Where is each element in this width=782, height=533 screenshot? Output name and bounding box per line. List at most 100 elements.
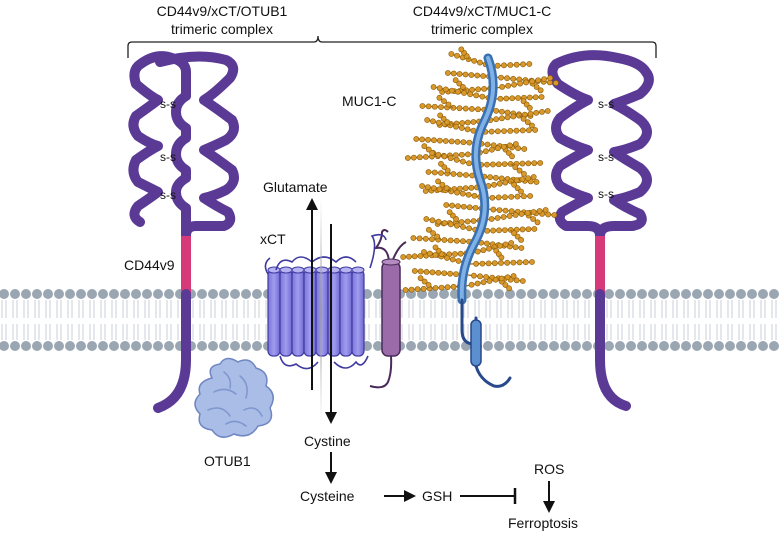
- glycan-bead: [444, 119, 451, 125]
- glycan-bead: [463, 172, 469, 178]
- glycan-bead: [527, 110, 534, 117]
- glycan-bead: [425, 146, 432, 153]
- lipid-head: [131, 289, 141, 299]
- glycan-bead: [544, 108, 551, 114]
- glycan-bead: [482, 148, 489, 155]
- lipid-head: [516, 341, 526, 351]
- glycan-bead: [440, 115, 447, 122]
- gsh-label: GSH: [422, 488, 452, 504]
- lipid-head: [681, 289, 691, 299]
- lipid-head: [626, 289, 636, 299]
- lipid-head: [659, 289, 669, 299]
- lipid-head: [241, 289, 251, 299]
- ros-to-ferroptosis-arrowhead: [543, 501, 555, 513]
- lipid-head: [142, 289, 152, 299]
- glycan-bead: [468, 184, 475, 191]
- lipid-head: [582, 341, 592, 351]
- glycan-bead: [533, 84, 540, 90]
- xct-helix-top: [279, 266, 293, 274]
- glycan-bead: [431, 137, 437, 144]
- glycan-bead: [493, 107, 500, 114]
- lipid-head: [373, 341, 383, 351]
- glycan-bead: [466, 204, 473, 211]
- lipid-head: [549, 289, 559, 299]
- glycan-bead: [420, 285, 427, 292]
- lipid-head: [87, 289, 97, 299]
- lipid-head: [109, 341, 119, 351]
- glycan-bead: [486, 278, 493, 284]
- cd44v9-left: s-s s-s s-s: [128, 51, 239, 413]
- glycan-bead: [537, 160, 544, 166]
- otub1-label: OTUB1: [204, 453, 251, 469]
- lipid-head: [538, 341, 548, 351]
- xct-helix: [279, 269, 293, 357]
- glycan-bead: [425, 169, 432, 175]
- glycan-bead: [525, 175, 531, 182]
- lipid-head: [758, 341, 768, 351]
- glycan-bead: [445, 101, 452, 108]
- glycan-bead: [513, 61, 520, 68]
- lipid-head: [54, 341, 64, 351]
- lipid-head: [527, 341, 537, 351]
- glycan-bead: [441, 237, 448, 243]
- lipid-head: [439, 341, 449, 351]
- glycan-bead: [508, 240, 515, 246]
- cd44v9-left-domain-top: [155, 51, 239, 241]
- xct-transporter: [264, 233, 387, 370]
- glycan-bead: [497, 242, 503, 249]
- cd44v9-right-extracellular: [547, 50, 654, 241]
- glycan-bead: [435, 119, 442, 126]
- glycan-bead: [447, 155, 454, 162]
- ferroptosis-label: Ferroptosis: [508, 515, 578, 531]
- xct-intracellular-loops: [279, 355, 369, 370]
- glycan-bead: [494, 145, 501, 152]
- glycan-bead: [491, 181, 497, 188]
- glycan-bead: [416, 235, 423, 242]
- glycan-bead: [495, 161, 502, 168]
- lipid-head: [703, 341, 713, 351]
- glycan-bead: [435, 178, 442, 185]
- lipid-head: [43, 341, 53, 351]
- glycan-bead: [472, 204, 479, 211]
- glycan-bead: [453, 156, 460, 163]
- glycan-bead: [522, 259, 529, 266]
- glycan-bead: [480, 247, 487, 254]
- lipid-head: [549, 341, 559, 351]
- glycan-bead: [502, 207, 509, 214]
- cystine-to-cysteine-arrowhead: [325, 472, 337, 484]
- glycan-bead: [453, 271, 459, 278]
- glycan-bead: [547, 75, 554, 81]
- lipid-head: [76, 289, 86, 299]
- glycan-bead: [532, 127, 539, 133]
- glycan-bead: [497, 95, 504, 102]
- lipid-head: [439, 289, 449, 299]
- glycan-bead: [513, 127, 520, 134]
- lipid-head: [494, 289, 504, 299]
- glycan-bead: [448, 138, 455, 145]
- glycan-bead: [524, 210, 531, 216]
- glycan-bead: [480, 279, 487, 286]
- glycan-bead: [430, 84, 437, 90]
- glycan-bead: [410, 235, 417, 241]
- glycan-bead: [423, 216, 430, 222]
- glycan-bead: [425, 136, 431, 143]
- glycan-bead: [509, 153, 515, 160]
- lipid-head: [571, 341, 581, 351]
- glycan-bead: [458, 151, 465, 158]
- lipid-head: [417, 341, 427, 351]
- glycan-bead: [537, 87, 544, 94]
- glycan-bead: [402, 287, 409, 293]
- glycan-bead: [430, 230, 436, 237]
- glycan-bead: [493, 174, 499, 181]
- glycan-bead: [474, 280, 481, 287]
- lipid-head: [0, 289, 9, 299]
- glycan-bead: [526, 94, 533, 101]
- glycan-bead: [454, 138, 461, 145]
- lipid-head: [725, 341, 735, 351]
- xct-helix-top: [303, 266, 317, 274]
- glycan-bead: [491, 260, 498, 267]
- lipid-head: [98, 289, 108, 299]
- glycan-bead: [464, 151, 471, 158]
- glycan-bead: [464, 119, 471, 126]
- glycan-bead: [406, 253, 412, 260]
